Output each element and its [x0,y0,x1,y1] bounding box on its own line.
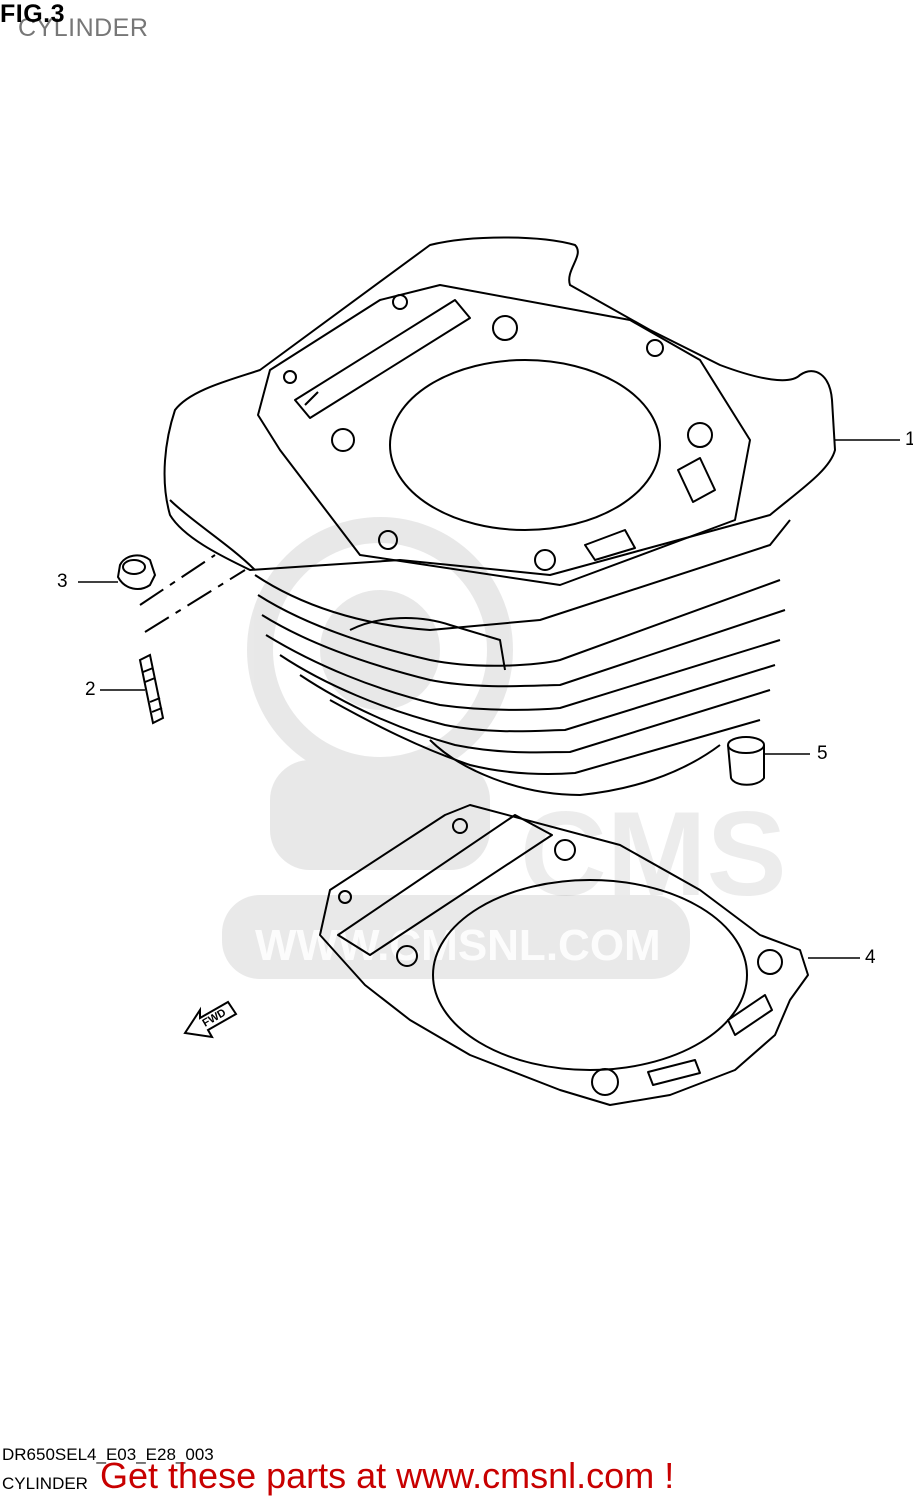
callout-3[interactable]: 3 [57,571,68,592]
callout-1[interactable]: 1 [905,429,913,450]
callout-2[interactable]: 2 [85,679,96,700]
cylinder-part[interactable] [163,236,836,796]
stud-bolt-part[interactable] [138,653,165,725]
forward-direction-arrow: FWD [183,1000,238,1039]
diagram-name: CYLINDER [2,1474,88,1493]
callout-4[interactable]: 4 [865,947,876,968]
watermark-logo-text: CMS [520,787,787,921]
watermark-url: WWW.CMSNL.COM [255,921,661,970]
dowel-pin-part[interactable] [727,736,765,786]
base-gasket-part[interactable] [319,804,809,1106]
promo-link[interactable]: Get these parts at www.cmsnl.com ! [100,1455,675,1496]
diagram-code: DR650SEL4_E03_E28_003 [2,1445,214,1464]
figure-title: CYLINDER [18,14,149,42]
watermark [222,517,690,979]
assembly-centerline [139,554,246,633]
callout-5[interactable]: 5 [817,743,828,764]
flange-nut-part[interactable] [116,554,157,590]
leader-lines [78,439,900,959]
figure-number: FIG.3 [0,0,66,28]
